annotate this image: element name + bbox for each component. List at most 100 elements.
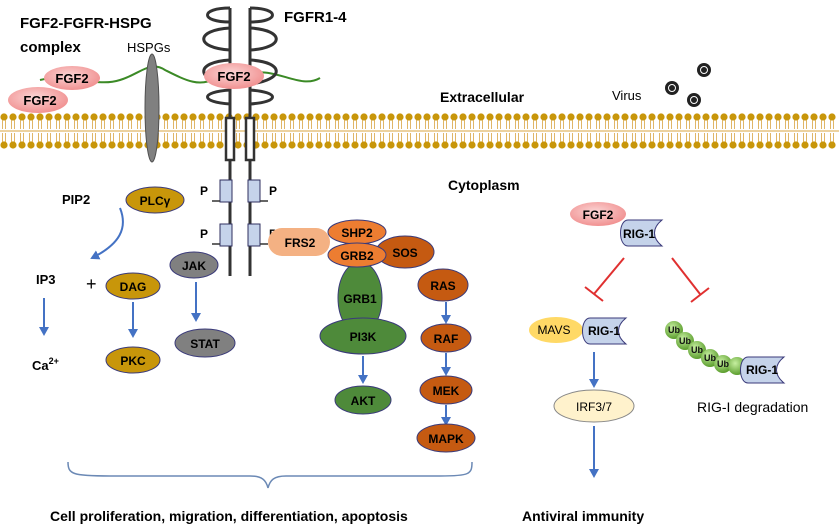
cell-membrane [0,113,839,149]
mek [419,375,473,405]
lipid-head [468,113,476,121]
lipid-head [171,113,179,121]
lipid-head [657,113,665,121]
arrow-pip2-ip3 [90,207,124,260]
lipid-head [351,141,359,149]
antiviral-outcome-label: Antiviral immunity [522,508,644,524]
lipid-head [756,141,764,149]
lipid-head [18,113,26,121]
kinase-domains [219,179,261,247]
lipid-head [576,141,584,149]
sos-label: SOS [392,246,417,260]
svg-text:Ub: Ub [717,359,729,369]
lipid-head [324,113,332,121]
lipid-head [369,141,377,149]
lipid-head [747,113,755,121]
outcome-bracket [67,461,473,489]
lipid-head [387,141,395,149]
ubiquitin-bead [665,321,683,339]
lipid-head [270,113,278,121]
lipid-head [567,141,575,149]
inhibit-to-degradation [671,257,701,295]
inhibit-to-mavs [593,257,625,295]
lipid-head [396,141,404,149]
rig1-degraded-label: RIG-1 [746,363,778,377]
lipid-head [459,113,467,121]
fgf2-ligand [204,63,264,89]
raf [420,323,472,353]
lipid-head [54,141,62,149]
lipid-head [765,141,773,149]
lipid-head [261,141,269,149]
lipid-head [711,113,719,121]
ubiquitin-labels: Ub Ub Ub Ub Ub [668,325,729,369]
lipid-head [270,141,278,149]
lipid-head [9,113,17,121]
pi3k-label: PI3K [350,330,377,344]
lipid-head [378,113,386,121]
cell-outcome-label: Cell proliferation, migration, different… [50,508,408,524]
fgf2-intracellular [570,202,626,226]
pi3k [319,317,407,355]
lipid-head [522,113,530,121]
lipid-head [414,113,422,121]
lipid-head [90,113,98,121]
hspgs-label: HSPGs [127,40,171,55]
lipid-head [819,113,827,121]
fgf2-ligand [8,87,68,113]
lipid-head [432,141,440,149]
lipid-head [369,113,377,121]
lipid-head [198,113,206,121]
plc-gamma-label: PLCγ [140,194,171,208]
lipid-head [531,141,539,149]
lipid-head [90,141,98,149]
lipid-head [423,113,431,121]
lipid-head [333,141,341,149]
lipid-head [207,141,215,149]
lipid-head [360,141,368,149]
lipid-head [675,141,683,149]
lipid-head [135,113,143,121]
dag [105,272,161,300]
fgf2-ligand [44,66,100,90]
fgf2-label: FGF2 [217,69,250,84]
lipid-head [0,113,8,121]
ip3-label: IP3 [36,272,56,287]
lipid-head [819,141,827,149]
virus-label: Virus [612,88,642,103]
mavs-label: MAVS [537,323,570,337]
phospho-label: P [200,227,208,241]
lipid-head [594,141,602,149]
svg-text:Ub: Ub [679,336,691,346]
lipid-head [288,141,296,149]
phospho-label: P [200,184,208,198]
lipid-head [180,113,188,121]
cytoplasm-label: Cytoplasm [448,177,520,193]
lipid-head [189,113,197,121]
lipid-head [783,141,791,149]
lipid-head [774,113,782,121]
lipid-head [306,141,314,149]
lipid-head [621,113,629,121]
rig1-middle [582,317,628,345]
akt [334,385,392,415]
lipid-head [531,113,539,121]
lipid-head [126,141,134,149]
lipid-head [756,113,764,121]
lipid-head [522,141,530,149]
lipid-head [702,113,710,121]
jak-label: JAK [182,259,206,273]
lipid-head [27,141,35,149]
pip2-label: PIP2 [62,192,90,207]
lipid-head [63,141,71,149]
lipid-head [342,141,350,149]
lipid-head [234,141,242,149]
lipid-head [0,141,8,149]
lipid-head [45,141,53,149]
lipid-head [774,141,782,149]
lipid-head [279,141,287,149]
lipid-head [45,113,53,121]
lipid-head [72,141,80,149]
lipid-head [639,141,647,149]
